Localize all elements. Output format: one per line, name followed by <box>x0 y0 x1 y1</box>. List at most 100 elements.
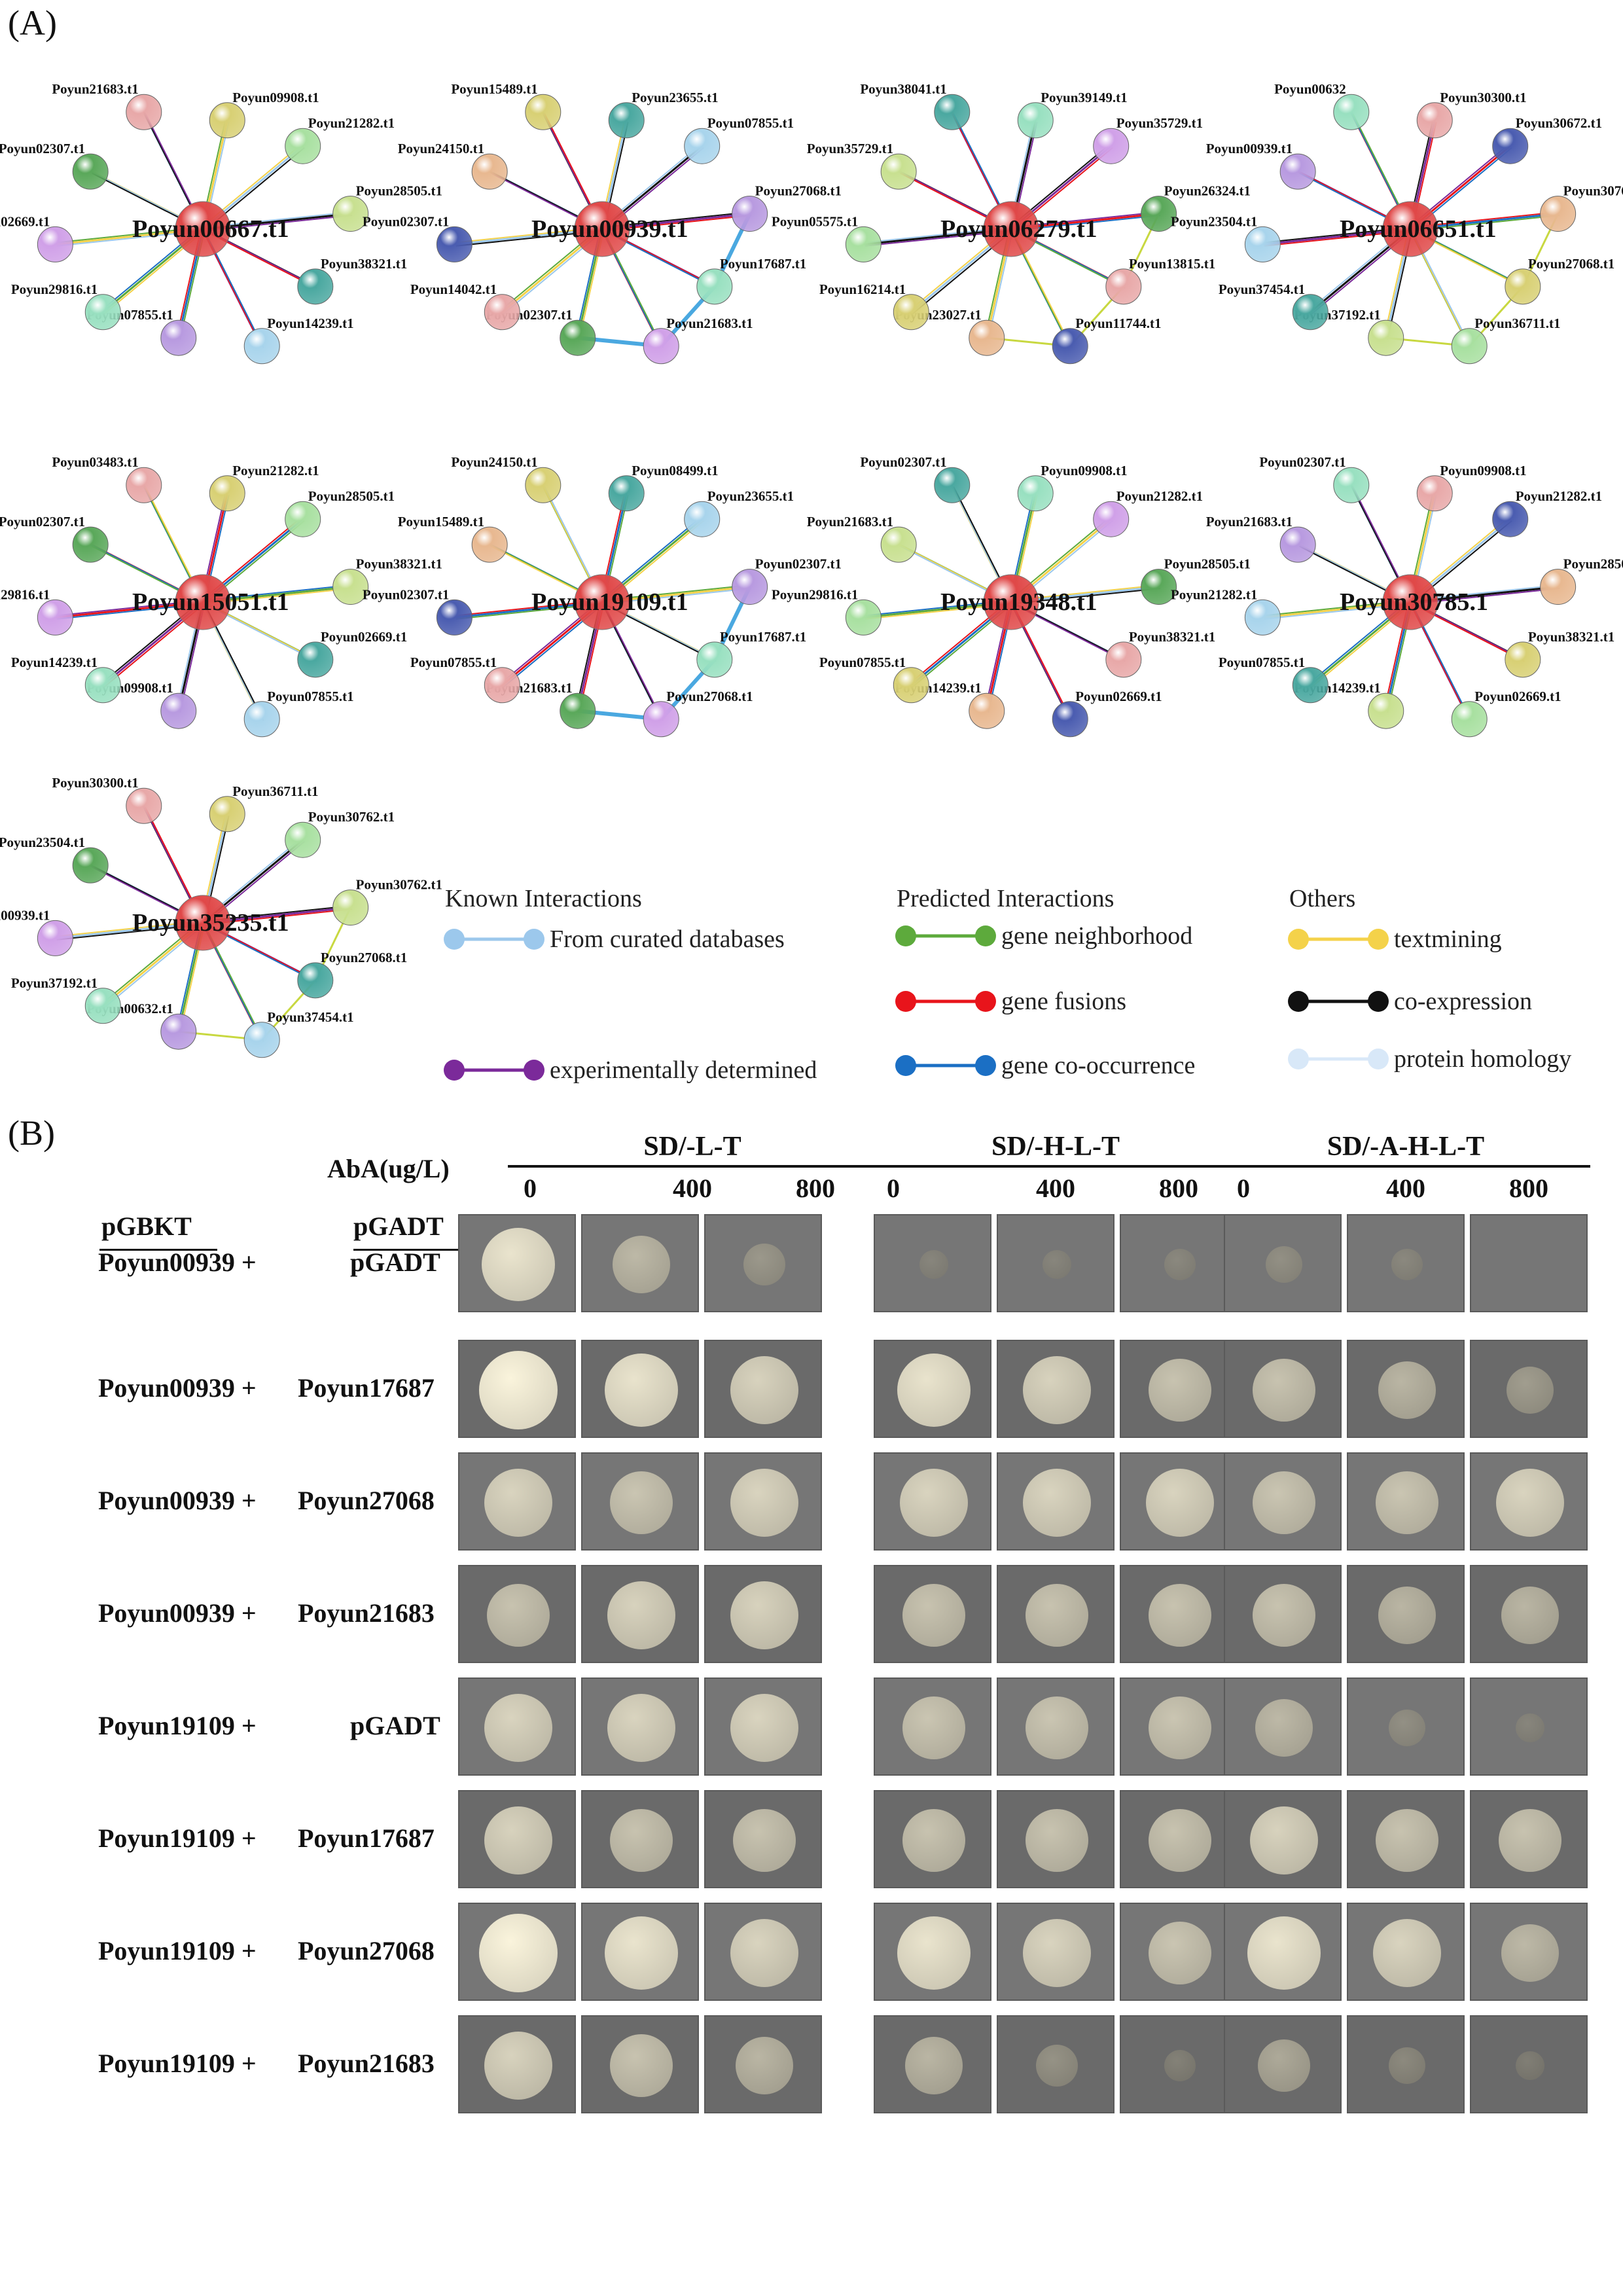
yeast-plate <box>1120 2015 1238 2113</box>
yeast-colony <box>1253 1471 1315 1534</box>
yeast-plate <box>997 1340 1115 1438</box>
yeast-plate <box>458 2015 576 2113</box>
hub-node <box>983 574 1039 630</box>
protein-node <box>285 501 321 537</box>
yeast-plate <box>704 1565 822 1663</box>
protein-node-label: Poyun30762.t1 <box>356 877 442 893</box>
yeast-plate <box>1224 2015 1342 2113</box>
protein-node-label: Poyun09908.t1 <box>1440 463 1526 478</box>
hub-node-label: Poyun00667.t1 <box>132 215 289 243</box>
protein-node-label: Poyun29816.t1 <box>772 586 858 602</box>
yeast-colony <box>1247 1916 1321 1990</box>
yeast-colony <box>1164 1249 1196 1280</box>
protein-node-label: Poyun02307.t1 <box>860 454 946 470</box>
yeast-colony <box>743 1244 785 1285</box>
yeast-plate <box>1224 1565 1342 1663</box>
hub-node <box>175 895 231 951</box>
prey-label: Poyun21683 <box>298 2049 435 2078</box>
protein-node <box>1017 475 1054 512</box>
concentration-label: 800 <box>1509 1174 1548 1203</box>
yeast-colony <box>1146 1469 1214 1537</box>
yeast-plate <box>997 1214 1115 1312</box>
protein-node <box>1292 667 1329 704</box>
protein-node <box>297 268 334 305</box>
protein-node <box>934 467 971 503</box>
protein-node <box>160 692 197 729</box>
protein-node <box>643 701 679 738</box>
medium-underline <box>508 1165 877 1168</box>
protein-node <box>1105 268 1142 305</box>
protein-node <box>1141 569 1177 605</box>
protein-node <box>880 526 917 563</box>
hub-node-label: Poyun00939.t1 <box>531 215 688 243</box>
bait-label: Poyun19109 + <box>98 1823 257 1853</box>
protein-node-label: Poyun02669.t1 <box>1474 689 1561 704</box>
yeast-plate <box>1347 1565 1465 1663</box>
yeast-plate <box>458 1790 576 1888</box>
protein-node <box>84 667 121 704</box>
protein-node <box>209 102 245 139</box>
legend-dot <box>1368 991 1389 1012</box>
yeast-colony <box>897 1354 971 1427</box>
yeast-plate <box>874 1452 991 1551</box>
yeast-colony <box>1149 1584 1211 1647</box>
bait-label: Poyun00939 + <box>98 1247 257 1277</box>
yeast-plate <box>1120 1340 1238 1438</box>
yeast-plate <box>874 2015 991 2113</box>
legend-item-label: gene co-occurrence <box>1001 1052 1195 1079</box>
yeast-colony <box>479 1914 558 1992</box>
protein-node <box>209 475 245 512</box>
protein-node-label: Poyun29816.t1 <box>11 281 98 297</box>
yeast-colony <box>1023 1919 1091 1987</box>
protein-node <box>126 787 162 824</box>
protein-node <box>1017 102 1054 139</box>
protein-node-label: Poyun07855.t1 <box>1219 655 1305 670</box>
protein-node <box>1333 94 1370 130</box>
bait-label: Poyun00939 + <box>98 1486 257 1515</box>
yeast-colony <box>1378 1361 1436 1419</box>
yeast-plate <box>581 1903 699 2001</box>
protein-node <box>297 641 334 678</box>
bait-label: Poyun00939 + <box>98 1373 257 1403</box>
network-8: Poyun09908.t1Poyun21282.t1Poyun28505.t1P… <box>1171 454 1623 738</box>
hub-node <box>574 201 630 257</box>
legend-item-label: gene fusions <box>1001 988 1126 1015</box>
protein-node <box>1416 475 1453 512</box>
yeast-colony <box>1376 1809 1438 1872</box>
protein-node <box>969 319 1005 356</box>
legend-dot <box>1368 1049 1389 1069</box>
yeast-colony <box>897 1916 971 1990</box>
yeast-colony <box>1516 2051 1544 2080</box>
yeast-plate <box>1470 1790 1588 1888</box>
aba-label: AbA(ug/L) <box>327 1154 450 1183</box>
protein-node-label: Poyun02669.t1 <box>0 213 50 229</box>
protein-node-label: Poyun38321.t1 <box>356 556 442 572</box>
yeast-plate <box>704 1214 822 1312</box>
protein-node-label: Poyun14239.t1 <box>267 315 353 331</box>
legend-dot <box>524 1060 544 1081</box>
protein-node <box>845 599 882 636</box>
protein-node-label: Poyun09908.t1 <box>1041 463 1127 478</box>
yeast-colony <box>900 1469 968 1537</box>
protein-node-label: Poyun07855.t1 <box>410 655 497 670</box>
network-4: Poyun30300.t1Poyun30672.t1Poyun30762.t1P… <box>1171 81 1623 365</box>
protein-node <box>1279 526 1316 563</box>
yeast-plate <box>997 2015 1115 2113</box>
prey-label: pGADT <box>350 1711 440 1740</box>
protein-node <box>893 667 929 704</box>
yeast-colony <box>607 1694 675 1762</box>
concentration-label: 800 <box>1159 1174 1198 1203</box>
protein-node-label: Poyun37454.t1 <box>1219 281 1305 297</box>
yeast-plate <box>1470 1214 1588 1312</box>
yeast-colony <box>1026 1809 1088 1872</box>
protein-node <box>37 226 73 262</box>
concentration-label: 400 <box>1036 1174 1075 1203</box>
medium-header: SD/-A-H-L-T <box>1327 1132 1485 1162</box>
legend-dot <box>895 991 916 1012</box>
legend-dot <box>975 1055 996 1076</box>
protein-node-label: Poyun21282.t1 <box>1116 488 1203 504</box>
yeast-plate <box>458 1452 576 1551</box>
yeast-plate <box>581 1340 699 1438</box>
yeast-plate <box>997 1565 1115 1663</box>
protein-node <box>1052 328 1088 365</box>
